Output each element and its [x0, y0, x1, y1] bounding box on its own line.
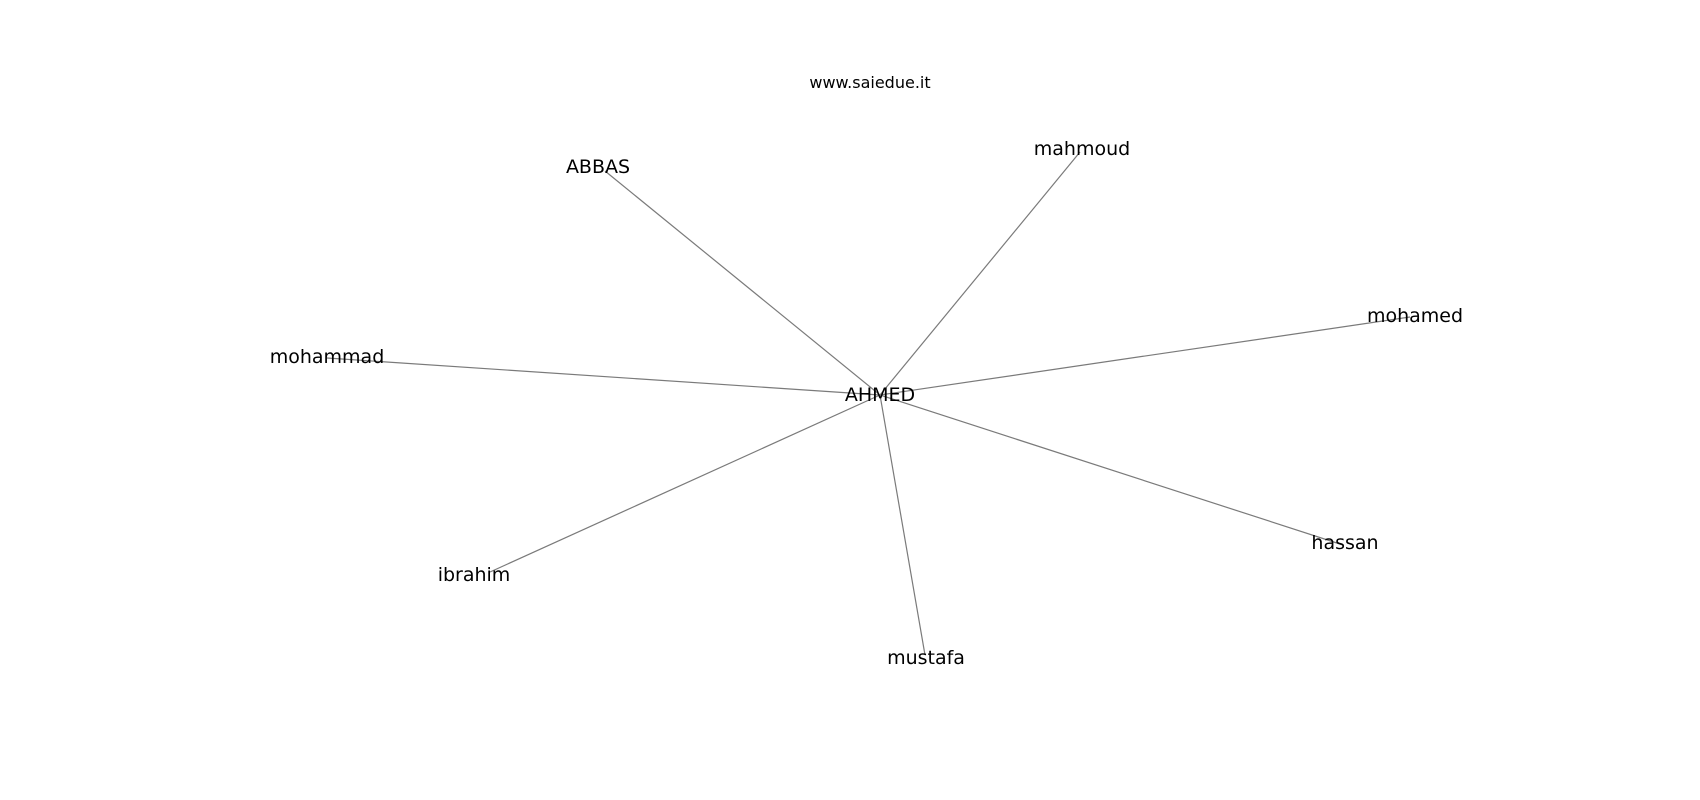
edge-ahmed-abbas	[604, 170, 881, 396]
node-label-ibrahim: ibrahim	[438, 564, 511, 586]
node-label-mahmoud: mahmoud	[1034, 138, 1130, 160]
node-label-mustafa: mustafa	[887, 647, 965, 669]
edge-ahmed-ibrahim	[489, 394, 881, 573]
node-label-mohammad: mohammad	[270, 346, 385, 368]
node-label-mohamed: mohamed	[1367, 305, 1463, 327]
node-center-label: AHMED	[845, 384, 915, 406]
edge-ahmed-hassan	[879, 394, 1344, 546]
edge-ahmed-mohammad	[326, 357, 881, 396]
diagram-title: www.saiedue.it	[809, 73, 930, 92]
labels-layer: AHMED ABBAS mahmoud mohamed mohammad has…	[270, 138, 1463, 669]
edge-ahmed-mahmoud	[879, 151, 1081, 396]
node-label-abbas: ABBAS	[566, 156, 630, 178]
edge-ahmed-mohamed	[879, 316, 1411, 396]
node-label-hassan: hassan	[1311, 532, 1378, 554]
edges-layer	[326, 151, 1411, 656]
edge-ahmed-mustafa	[879, 394, 926, 656]
